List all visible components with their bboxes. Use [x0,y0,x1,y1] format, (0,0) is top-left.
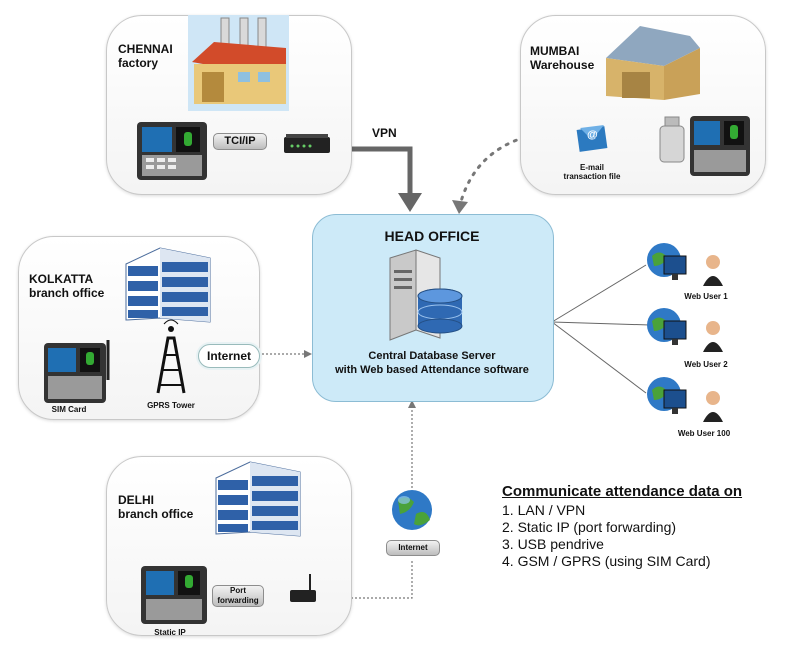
communicate-item: 2. Static IP (port forwarding) [502,519,677,535]
server-label: Central Database Server with Web based A… [335,350,529,376]
head-office-title: HEAD OFFICE [384,228,480,244]
delhi-title: DELHI branch office [118,493,194,521]
kolkatta-title: KOLKATTA branch office [29,272,105,300]
internet-cloud: Internet [198,344,260,368]
communicate-item: 1. LAN / VPN [502,502,586,518]
web-user-100-label: Web User 100 [677,429,731,438]
communicate-title: Communicate attendance data on [502,483,743,500]
vpn-label: VPN [372,126,397,140]
email-transaction-label: E-mail transaction file [563,163,621,181]
communicate-item: 4. GSM / GPRS (using SIM Card) [502,553,711,569]
mumbai-title: MUMBAI Warehouse [530,44,595,72]
gprs-tower-label: GPRS Tower [147,401,195,410]
web-user-2-computer-icon [647,308,723,352]
chennai-link-tag: TCI/IP [213,133,267,150]
internet-globe-label: Internet [386,540,440,556]
communicate-item: 3. USB pendrive [502,536,604,552]
communicate-list: 1. LAN / VPN 2. Static IP (port forwardi… [502,502,711,570]
chennai-title: CHENNAI factory [118,42,173,70]
port-forwarding-tag: Port forwarding [212,585,264,607]
static-ip-label: Static IP [154,628,186,637]
web-user-1-computer-icon [647,243,723,286]
web-user-2-label: Web User 2 [684,360,728,369]
web-user-100-computer-icon [647,377,723,422]
sim-card-label: SIM Card [51,405,87,414]
web-user-1-label: Web User 1 [684,292,728,301]
vpn-line [350,146,413,195]
svg-text:@: @ [587,129,598,141]
vpn-arrowhead [398,193,422,212]
mumbai-arrowhead [452,200,468,214]
